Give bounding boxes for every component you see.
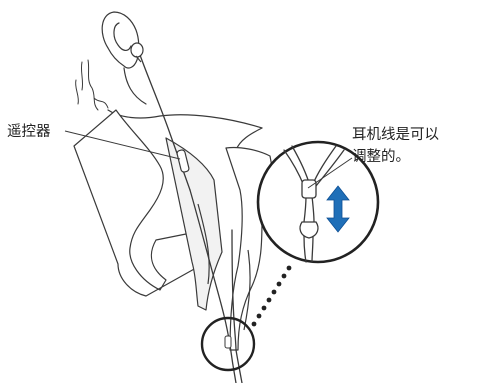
shirt-fold-1	[197, 203, 210, 285]
collar-right	[235, 127, 263, 151]
adjust-label-line1: 耳机线是可以	[352, 127, 439, 143]
neck-line	[107, 109, 263, 129]
ear-outline	[101, 11, 140, 69]
inset-y-split	[299, 221, 319, 239]
shirt-collar-left	[73, 109, 197, 297]
inset-slider	[301, 179, 317, 199]
slider-circle-small	[200, 316, 256, 372]
inset-circle	[256, 140, 380, 264]
earbud-head	[130, 42, 144, 58]
adjust-arrow-icon	[326, 185, 350, 233]
remote-control	[176, 149, 190, 173]
adjust-label: 耳机线是可以 调整的。	[352, 124, 439, 168]
cable-right-branch	[231, 229, 237, 351]
cable-lower	[229, 344, 243, 383]
remote-leader-line	[64, 130, 181, 160]
jaw-line	[123, 67, 147, 105]
earbud-stem	[135, 55, 142, 63]
cable-left-branch	[189, 189, 231, 346]
earbud	[130, 42, 144, 63]
ear-inner	[113, 22, 132, 51]
remote-label: 遥控器	[7, 124, 51, 140]
adjust-leader-line	[307, 157, 353, 189]
shirt-panel-center	[165, 137, 223, 311]
dotted-connector	[251, 265, 292, 327]
hair-strands	[75, 59, 109, 111]
adjust-label-line2: 调整的。	[352, 149, 410, 165]
shirt-fold-2	[243, 249, 251, 331]
slider-small	[224, 335, 232, 349]
